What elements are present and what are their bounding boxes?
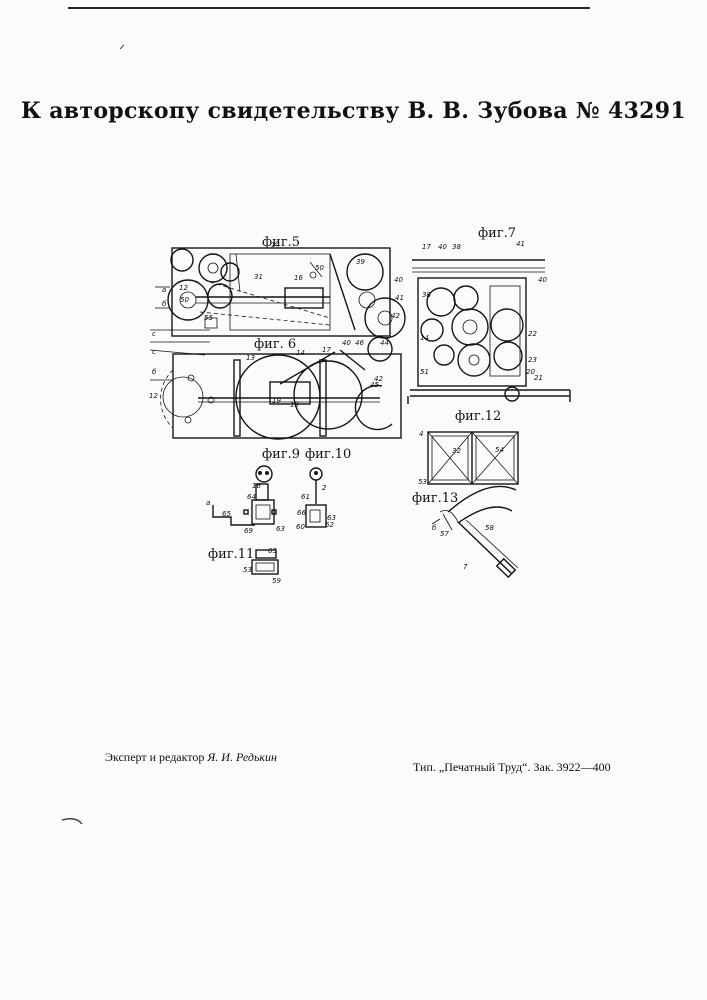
svg-text:62: 62 [325,521,334,529]
svg-text:53: 53 [243,566,252,574]
svg-text:31: 31 [254,273,263,281]
svg-text:39: 39 [356,258,365,266]
corner-mark [120,45,124,49]
svg-text:б: б [162,300,167,308]
svg-text:63: 63 [276,525,285,533]
svg-text:40: 40 [538,276,547,284]
svg-text:22: 22 [528,330,537,338]
svg-text:40: 40 [438,243,447,251]
svg-text:50: 50 [315,264,324,272]
figure-9-drawing: a 65 64 69 63 16 [206,466,285,535]
svg-text:б: б [432,524,437,532]
svg-text:14: 14 [296,349,305,357]
svg-text:38: 38 [422,291,431,299]
svg-text:44: 44 [380,339,389,347]
svg-text:65: 65 [268,547,277,555]
expert-name: Я. И. Редькин [207,750,277,764]
svg-text:58: 58 [485,524,494,532]
figure-11-caption: фиг.11 [208,547,254,562]
footer-printer: Тип. „Печатный Труд“. Зак. 3922—400 [413,760,611,775]
figure-6-caption: фиг. 6 [254,337,296,352]
svg-text:б: б [152,368,157,376]
svg-text:51: 51 [420,368,429,376]
svg-text:12: 12 [149,392,158,400]
figure-12-caption: фиг.12 [455,409,501,424]
svg-text:13: 13 [246,354,255,362]
figure-6-drawing: с б 12 13 14 17 40 46 44 45 42 19 19 [149,339,401,439]
svg-text:60: 60 [296,523,305,531]
figure-5-caption: фиг.5 [262,235,300,250]
svg-text:а: а [162,286,166,294]
svg-text:17: 17 [422,243,431,251]
figure-7-drawing: 17 40 38 41 40 38 14 22 23 20 21 51 [408,240,570,404]
svg-text:53: 53 [418,478,427,486]
svg-text:12: 12 [179,284,188,292]
svg-text:32: 32 [452,447,461,455]
svg-text:64: 64 [247,493,256,501]
svg-text:54: 54 [495,446,504,454]
svg-text:21: 21 [534,374,543,382]
svg-text:59: 59 [272,577,281,585]
figure-7-caption: фиг.7 [478,226,516,241]
svg-text:2: 2 [322,484,327,492]
expert-label: Эксперт и редактор [105,750,204,764]
svg-text:4: 4 [419,430,423,438]
svg-text:65: 65 [222,510,231,518]
footer-expert: Эксперт и редактор Я. И. Редькин [105,750,277,765]
svg-text:с: с [152,348,156,356]
svg-text:50: 50 [180,296,189,304]
figure-13-caption: фиг.13 [412,491,458,506]
svg-text:14: 14 [420,334,429,342]
svg-text:41: 41 [516,240,525,248]
svg-text:42: 42 [391,312,400,320]
svg-text:42: 42 [374,375,383,383]
svg-text:40: 40 [342,339,351,347]
svg-text:19: 19 [272,397,281,405]
svg-text:23: 23 [528,356,537,364]
svg-text:66: 66 [297,509,306,517]
figure-10-drawing: 2 61 66 63 62 60 [296,468,336,531]
svg-text:a: a [206,499,210,507]
figure-9-caption: фиг.9 [262,447,300,462]
svg-text:55: 55 [204,314,213,322]
figure-12-drawing: 4 32 54 53 [418,430,518,486]
svg-text:41: 41 [395,294,404,302]
svg-text:61: 61 [301,493,310,501]
figure-10-caption: фиг.10 [305,447,351,462]
svg-text:17: 17 [322,346,331,354]
svg-text:7: 7 [463,563,468,571]
svg-text:46: 46 [355,339,364,347]
svg-text:16: 16 [252,482,261,490]
svg-text:40: 40 [394,276,403,284]
svg-text:с: с [152,330,156,338]
margin-mark [62,819,82,824]
svg-text:16: 16 [294,274,303,282]
svg-text:69: 69 [244,527,253,535]
svg-text:38: 38 [452,243,461,251]
svg-text:19: 19 [290,401,299,409]
svg-text:57: 57 [440,530,449,538]
